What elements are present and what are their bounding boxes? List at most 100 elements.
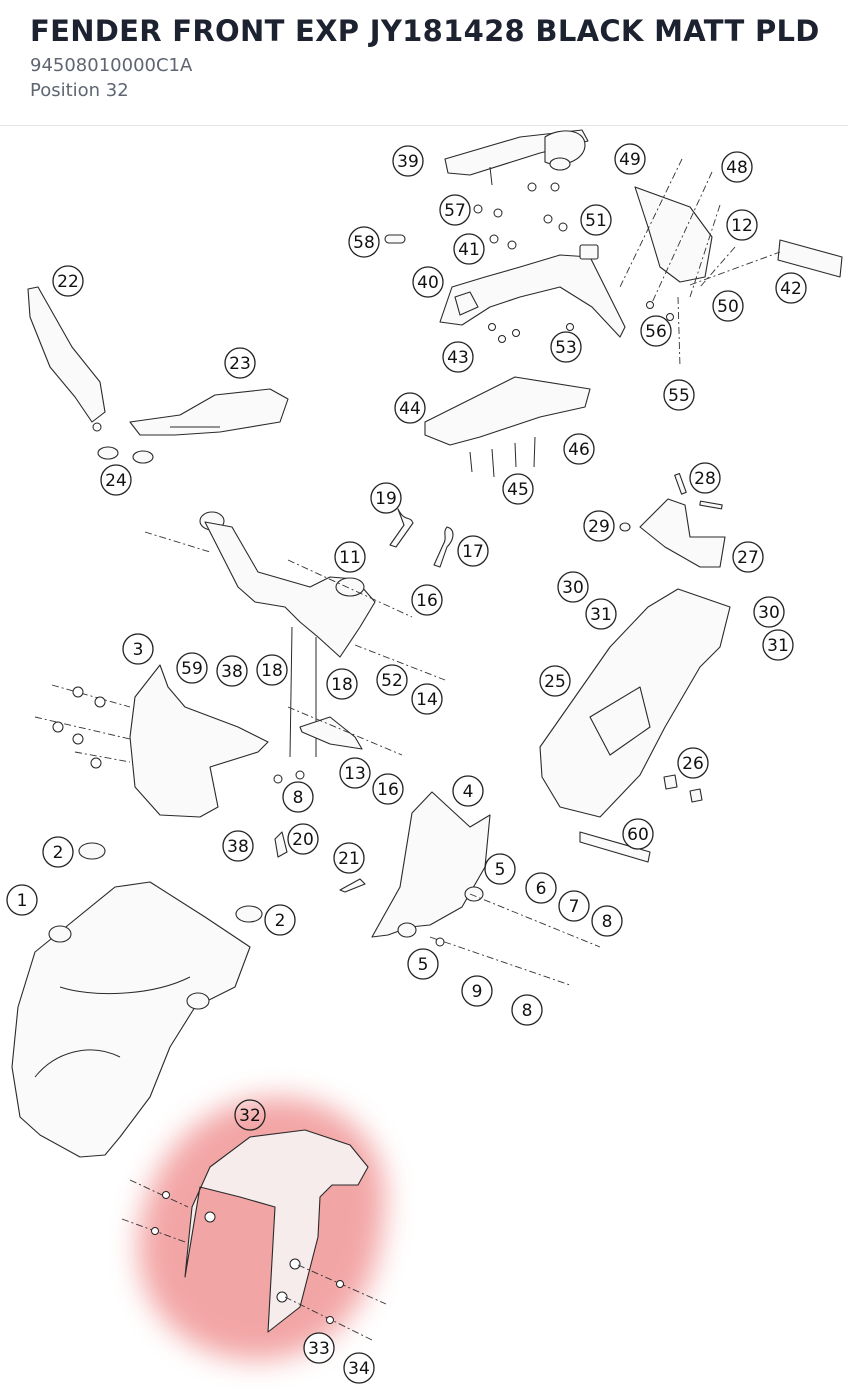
callout-25[interactable]: 25: [539, 665, 571, 697]
callout-26[interactable]: 26: [677, 747, 709, 779]
callout-50[interactable]: 50: [712, 290, 744, 322]
callout-57[interactable]: 57: [439, 194, 471, 226]
callout-27[interactable]: 27: [732, 541, 764, 573]
callout-30[interactable]: 30: [557, 571, 589, 603]
callout-40[interactable]: 40: [412, 266, 444, 298]
pad-21-part: [339, 878, 366, 893]
svg-text:2: 2: [53, 843, 64, 863]
svg-text:20: 20: [292, 830, 314, 850]
callout-1[interactable]: 1: [6, 884, 38, 916]
callout-16[interactable]: 16: [372, 773, 404, 805]
svg-text:26: 26: [682, 754, 704, 774]
svg-text:1: 1: [17, 891, 28, 911]
svg-text:8: 8: [522, 1001, 533, 1021]
callout-56[interactable]: 56: [640, 315, 672, 347]
callout-14[interactable]: 14: [411, 683, 443, 715]
callout-30[interactable]: 30: [753, 596, 785, 628]
svg-text:4: 4: [463, 782, 474, 802]
callout-9[interactable]: 9: [461, 975, 493, 1007]
grommet-2-left: [78, 842, 106, 860]
callout-19[interactable]: 19: [370, 482, 402, 514]
callout-46[interactable]: 46: [563, 433, 595, 465]
svg-text:22: 22: [57, 272, 79, 292]
callout-18[interactable]: 18: [326, 668, 358, 700]
front-fender-part-32[interactable]: [121, 1129, 387, 1342]
svg-text:40: 40: [417, 273, 439, 293]
callout-3[interactable]: 3: [122, 633, 154, 665]
callout-13[interactable]: 13: [339, 757, 371, 789]
callout-55[interactable]: 55: [663, 379, 695, 411]
callout-32[interactable]: 32: [234, 1099, 266, 1131]
callout-39[interactable]: 39: [392, 145, 424, 177]
callout-53[interactable]: 53: [550, 331, 582, 363]
callout-5[interactable]: 5: [484, 853, 516, 885]
tail-light-holder-part: [619, 473, 726, 568]
bracket-13-part: [273, 706, 403, 784]
svg-text:41: 41: [458, 240, 480, 260]
svg-text:28: 28: [694, 469, 716, 489]
svg-text:42: 42: [780, 279, 802, 299]
svg-text:46: 46: [568, 440, 590, 460]
callout-29[interactable]: 29: [583, 510, 615, 542]
svg-text:44: 44: [399, 399, 421, 419]
callout-8[interactable]: 8: [511, 994, 543, 1026]
callout-49[interactable]: 49: [614, 143, 646, 175]
callout-2[interactable]: 2: [42, 836, 74, 868]
callout-22[interactable]: 22: [52, 265, 84, 297]
clip-26-part: [663, 774, 678, 790]
svg-text:23: 23: [229, 354, 251, 374]
part-title: FENDER FRONT EXP JY181428 BLACK MATT PLD: [30, 14, 820, 48]
callout-5[interactable]: 5: [407, 948, 439, 980]
callout-2[interactable]: 2: [264, 904, 296, 936]
callout-20[interactable]: 20: [287, 823, 319, 855]
callout-7[interactable]: 7: [558, 890, 590, 922]
svg-text:27: 27: [737, 548, 759, 568]
callout-12[interactable]: 12: [726, 209, 758, 241]
svg-text:5: 5: [418, 955, 429, 975]
callout-33[interactable]: 33: [303, 1332, 335, 1364]
callout-24[interactable]: 24: [100, 464, 132, 496]
svg-text:32: 32: [239, 1106, 261, 1126]
callout-17[interactable]: 17: [457, 535, 489, 567]
svg-text:25: 25: [544, 672, 566, 692]
callout-31[interactable]: 31: [762, 629, 794, 661]
callout-42[interactable]: 42: [775, 272, 807, 304]
svg-text:19: 19: [375, 489, 397, 509]
callout-38[interactable]: 38: [216, 655, 248, 687]
callout-21[interactable]: 21: [333, 842, 365, 874]
svg-text:33: 33: [308, 1339, 330, 1359]
svg-text:7: 7: [569, 897, 580, 917]
callout-8[interactable]: 8: [591, 905, 623, 937]
callout-52[interactable]: 52: [376, 664, 408, 696]
callout-18[interactable]: 18: [256, 654, 288, 686]
hose-17-part: [433, 526, 454, 568]
callout-43[interactable]: 43: [442, 341, 474, 373]
callout-60[interactable]: 60: [622, 818, 654, 850]
callout-58[interactable]: 58: [348, 226, 380, 258]
callout-11[interactable]: 11: [334, 541, 366, 573]
callout-34[interactable]: 34: [343, 1352, 375, 1384]
callout-31[interactable]: 31: [585, 598, 617, 630]
callout-45[interactable]: 45: [502, 473, 534, 505]
callout-51[interactable]: 51: [580, 204, 612, 236]
callout-28[interactable]: 28: [689, 462, 721, 494]
svg-text:50: 50: [717, 297, 739, 317]
callout-41[interactable]: 41: [453, 233, 485, 265]
svg-text:43: 43: [447, 348, 469, 368]
svg-text:38: 38: [227, 837, 249, 857]
callout-59[interactable]: 59: [176, 652, 208, 684]
clip-20-part: [274, 831, 288, 858]
svg-text:18: 18: [261, 661, 283, 681]
callout-48[interactable]: 48: [721, 151, 753, 183]
callout-44[interactable]: 44: [394, 392, 426, 424]
svg-text:3: 3: [133, 640, 144, 660]
part-number: 94508010000C1A: [30, 55, 193, 76]
callout-8[interactable]: 8: [282, 781, 314, 813]
callout-4[interactable]: 4: [452, 775, 484, 807]
callout-16[interactable]: 16: [411, 584, 443, 616]
callout-6[interactable]: 6: [525, 872, 557, 904]
callout-38[interactable]: 38: [222, 830, 254, 862]
callout-23[interactable]: 23: [224, 347, 256, 379]
svg-text:52: 52: [381, 671, 403, 691]
